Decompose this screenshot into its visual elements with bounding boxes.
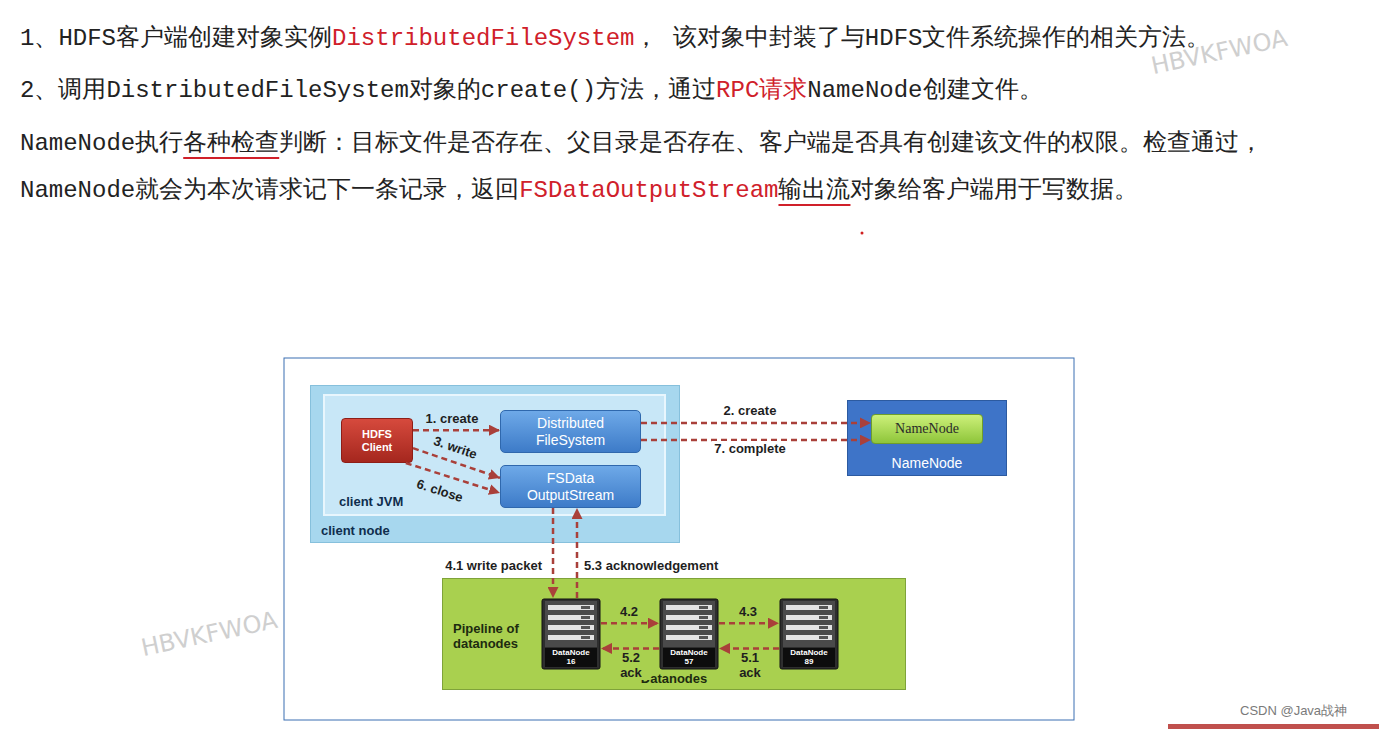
edge-label: 4.2 — [618, 604, 640, 619]
body-text: 输出流 — [778, 177, 850, 204]
edge-label: 4.1 write packet — [443, 558, 544, 573]
dashed-arrow — [641, 422, 871, 425]
diagram-frame — [284, 358, 1074, 720]
edge-label: 1. create — [424, 411, 481, 426]
body-text: ， 该对象中封装了与HDFS文件系统操作的相关方法。 — [634, 25, 1210, 52]
box-label: Distributed FileSystem — [507, 415, 634, 447]
namenode-host: NameNodeNameNode — [847, 400, 1007, 476]
step-paragraph: NameNode执行各种检查判断：目标文件是否存在、父目录是否存在、客户端是否具… — [20, 120, 1365, 214]
server-icon: DataNode 89 — [779, 598, 839, 670]
body-text: NameNode创建文件。 — [807, 77, 1042, 104]
credit-text: CSDN @Java战神 — [1240, 702, 1347, 720]
red-dot — [861, 232, 864, 235]
server-icon: DataNode 57 — [659, 598, 719, 670]
edge-label: 5.3 acknowledgement — [582, 558, 720, 573]
region-label: Datanodes — [443, 672, 905, 687]
highlight-text: FSDataOutputStream — [519, 177, 778, 204]
datanode-band: DataNode 16 DataNode 57 DataNode 89 Pipelin… — [442, 578, 906, 690]
corner-bar — [1168, 724, 1379, 729]
dashed-arrow — [601, 622, 659, 625]
edge-label: 4.3 — [737, 604, 759, 619]
body-text: 1、HDFS客户端创建对象实例 — [20, 25, 332, 52]
process-box: Distributed FileSystem — [500, 410, 641, 453]
edge-label: 7. complete — [712, 441, 788, 456]
server-label: DataNode 57 — [668, 648, 710, 666]
server-icon: DataNode 16 — [541, 598, 601, 670]
box-label: NameNode — [895, 421, 959, 437]
edge-label: 5.2 ack — [612, 650, 650, 680]
region-label: Pipeline of datanodes — [453, 622, 537, 652]
jvm-region: HDFS Client Distributed FileSystemFSData … — [323, 394, 666, 516]
edge-label: 3. write — [429, 432, 480, 462]
body-text: 2、调用DistributedFileSystem对象的create()方法，通… — [20, 77, 716, 104]
region-label: client node — [321, 524, 390, 539]
highlight-text: RPC请求 — [716, 77, 807, 104]
edge-label: 2. create — [722, 403, 779, 418]
region-label: client JVM — [339, 495, 403, 510]
server-label: DataNode 16 — [550, 648, 592, 666]
box-label: HDFS Client — [355, 428, 399, 453]
process-box: FSData OutputStream — [500, 465, 641, 508]
client-box: HDFS Client — [341, 418, 413, 463]
region-label: NameNode — [848, 455, 1006, 471]
edge-label: 5.1 ack — [731, 650, 769, 680]
dashed-arrow — [413, 429, 500, 432]
client-node-region: HDFS Client Distributed FileSystemFSData … — [310, 385, 680, 543]
body-text: 对象给客户端用于写数据。 — [850, 177, 1138, 204]
dashed-arrow — [719, 622, 779, 625]
edge-label: 6. close — [413, 475, 467, 505]
highlight-text: DistributedFileSystem — [332, 25, 634, 52]
namenode-box: NameNode — [871, 414, 983, 444]
body-text: 各种检查 — [183, 130, 279, 157]
box-label: FSData OutputStream — [507, 470, 634, 502]
body-text: NameNode执行 — [20, 130, 183, 157]
dashed-arrow — [576, 508, 579, 598]
server-label: DataNode 89 — [788, 648, 830, 666]
watermark: HBVKFWOA — [139, 606, 280, 662]
dashed-arrow — [552, 508, 555, 598]
